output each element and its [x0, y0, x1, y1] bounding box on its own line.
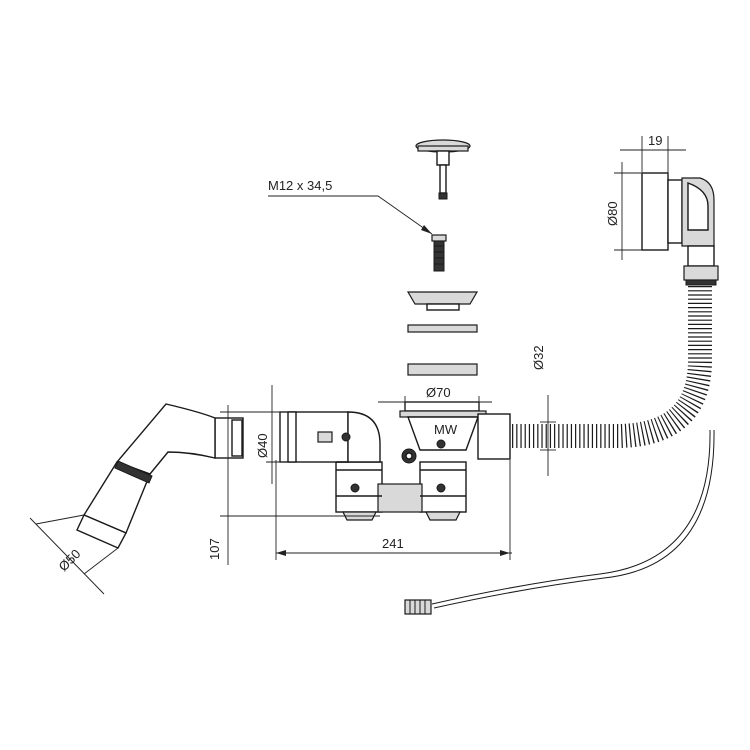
angled-outlet-pipe: [76, 403, 244, 549]
gasket-upper: [407, 324, 478, 333]
overflow-hose: [510, 286, 713, 449]
dim-width: 241: [275, 460, 512, 560]
plug-stopper: [415, 139, 471, 200]
thread-leader-arrow: [421, 225, 432, 234]
dim-drain-diameter: Ø70: [378, 385, 492, 410]
dim-hose-diameter: Ø32: [531, 345, 556, 476]
outlet-elbow: [279, 411, 381, 463]
thread-leader-line: [268, 195, 433, 235]
drain-body: MW: [399, 401, 511, 464]
overflow-assembly: [641, 172, 719, 286]
drain-diameter-label: Ø70: [426, 385, 451, 400]
dim-overflow-depth: 19: [620, 133, 686, 178]
hose-diameter-label: Ø32: [531, 345, 546, 370]
chain: [404, 429, 715, 615]
thread-label: M12 x 34,5: [268, 178, 332, 193]
drain-flange: [406, 291, 479, 311]
dim-overflow-diameter: Ø80: [605, 162, 642, 260]
siphon-trap: [335, 461, 467, 521]
svg-text:MW: MW: [434, 422, 458, 437]
pipe-diameter-label: Ø50: [56, 546, 84, 574]
height-label: 107: [207, 538, 222, 560]
overflow-diameter-label: Ø80: [605, 201, 620, 226]
outlet-diameter-label: Ø40: [255, 433, 270, 458]
threaded-bolt: [431, 234, 447, 272]
dim-height: 107: [207, 405, 380, 565]
overflow-depth-label: 19: [648, 133, 662, 148]
width-label: 241: [382, 536, 404, 551]
gasket-lower: [407, 363, 478, 376]
